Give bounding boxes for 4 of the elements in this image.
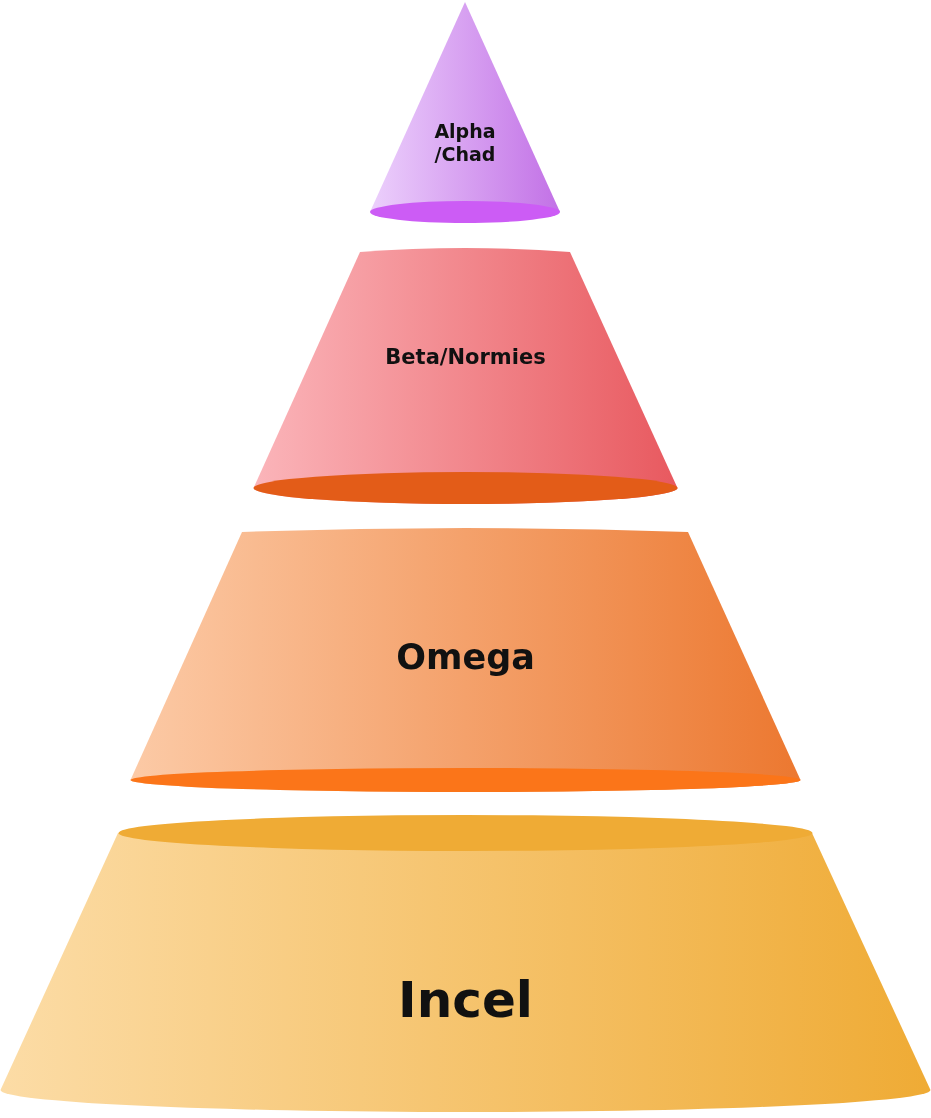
tier-label: Alpha /Chad [433,120,497,166]
tier-label: Incel [398,970,533,1030]
tier-label: Omega [396,636,535,678]
tier-label: Beta/Normies [385,345,546,371]
